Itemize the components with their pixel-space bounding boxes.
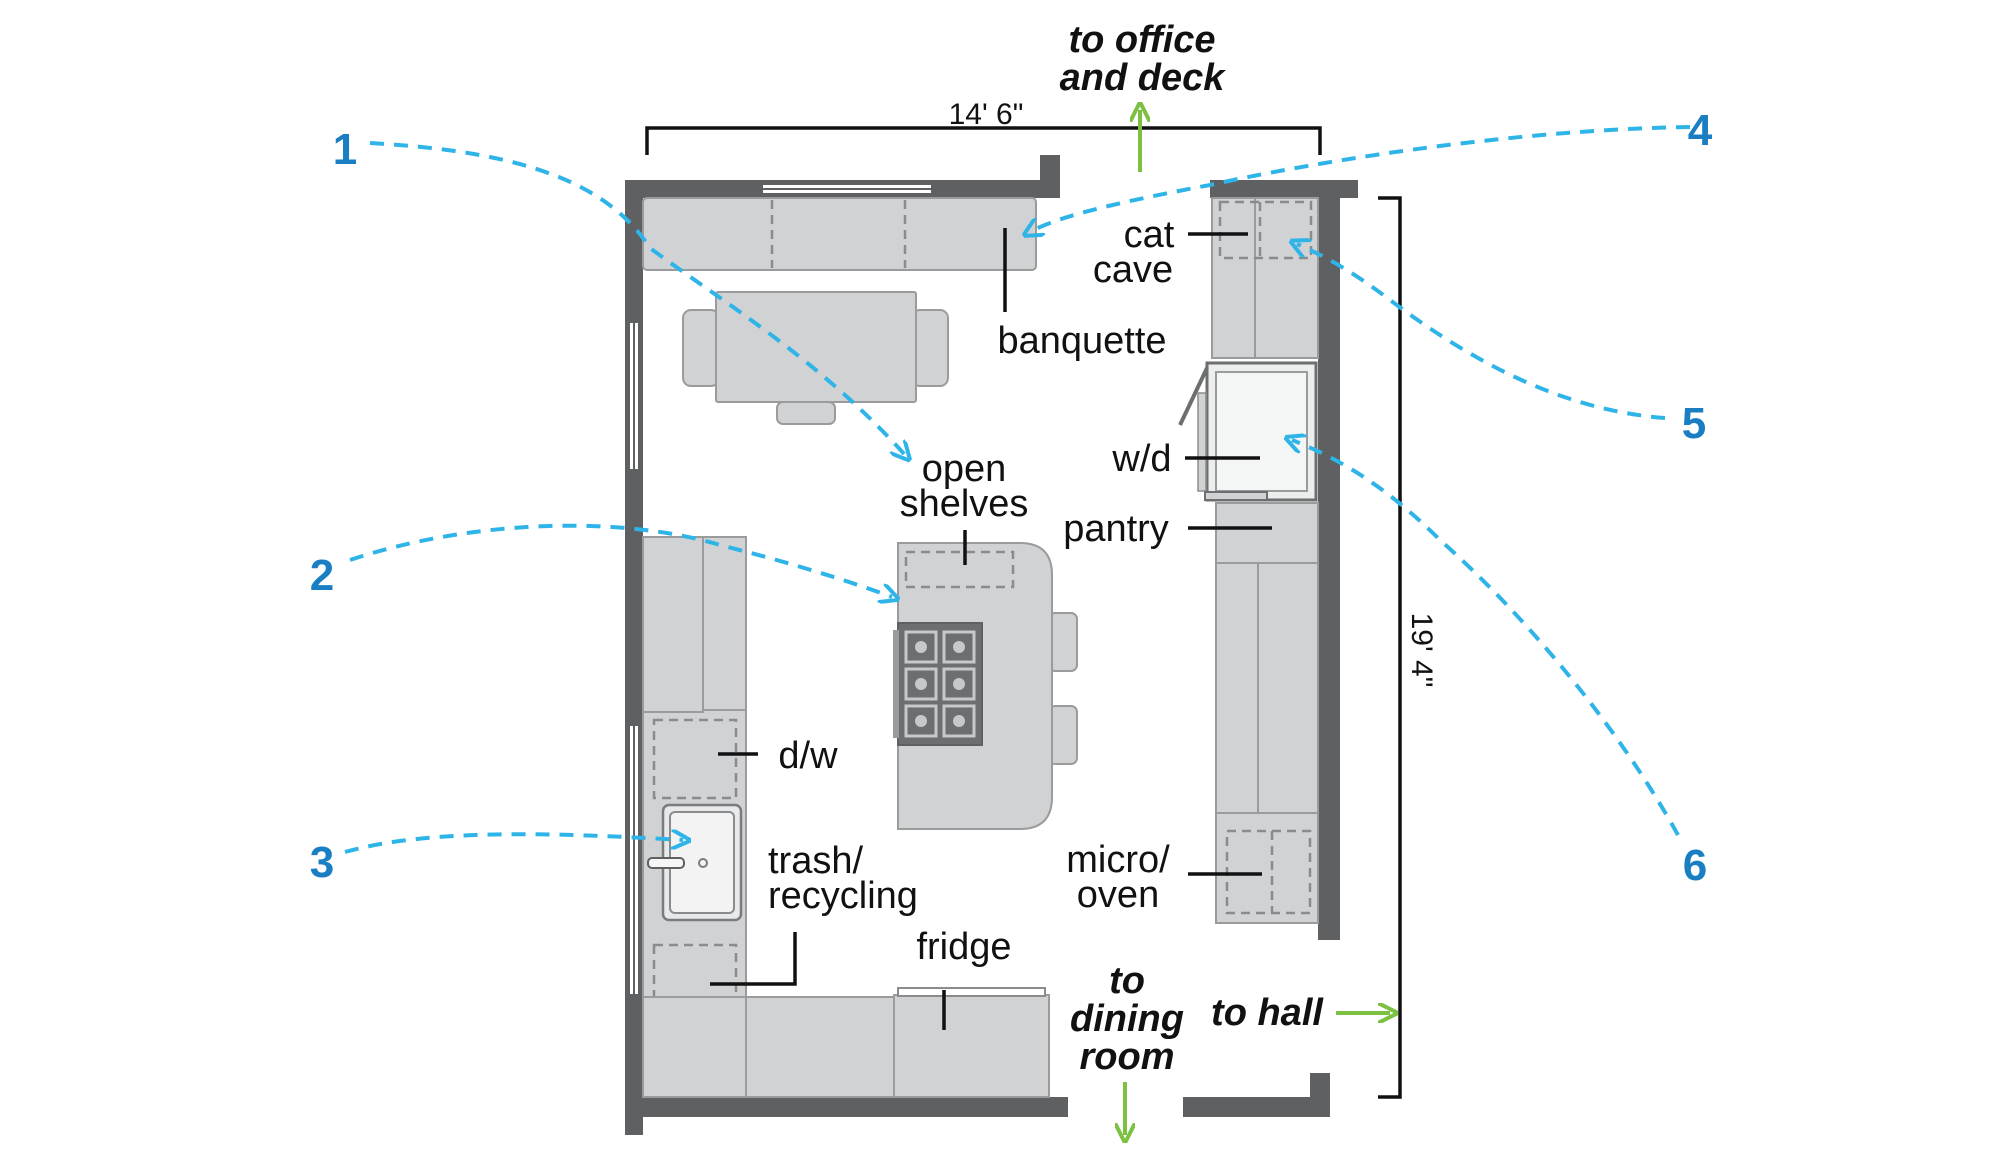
callout-number-1: 1 [333,125,357,174]
label-and-deck: and deck [1060,57,1227,99]
callout-number-6: 6 [1683,841,1707,890]
label-room: room [1080,1036,1175,1078]
label-shelves: shelves [900,483,1029,525]
label-banquette: banquette [997,320,1166,362]
label-to-hall: to hall [1211,992,1324,1034]
open-shelves-outline [904,550,1015,589]
cooktop [893,622,983,746]
cat-cave-outline [1218,200,1313,260]
label-pantry: pantry [1063,508,1169,550]
width-dimension-line [645,126,1322,155]
callout-path-2 [349,523,892,597]
south-wall-left [625,1097,1068,1117]
south-wall-right [1183,1097,1330,1117]
height-dimension-label: 19' 4" [1405,613,1438,688]
west-corner-base [642,996,747,1098]
callout-number-5: 5 [1682,399,1706,448]
callout-number-2: 2 [310,551,334,600]
micro-oven-outline [1225,829,1312,915]
label-cat: cat [1124,214,1175,256]
east-wall [1318,180,1340,940]
callout-path-5 [1297,244,1666,420]
label-dining: dining [1070,998,1184,1040]
label-to: to [1109,960,1145,1002]
east-tall-cabinet-2 [1257,562,1319,814]
callout-path-1 [369,141,905,455]
callout-path-6 [1292,440,1680,836]
banquette [642,197,1037,271]
leader-trash [710,932,797,986]
east-run [1178,197,1319,924]
label-open: open [922,448,1007,490]
callouts [344,125,1691,854]
south-wall-stub [1310,1073,1330,1117]
wd-door-swing [1178,367,1209,426]
west-tall-cabinet [642,536,704,713]
banquette-area [642,197,1037,425]
label-fridge: fridge [916,926,1011,968]
fridge-door [897,987,1046,997]
label-micro: micro/ [1066,839,1170,881]
chair-west [682,309,720,387]
room-labels: to office and deck banquette cat cave w/… [768,19,1324,1078]
label-recycling: recycling [768,875,918,917]
fridge [893,994,1050,1098]
direction-arrows [1125,110,1390,1135]
west-counter [642,536,1050,1098]
north-wall-stub [1040,155,1060,198]
stool-1 [1048,612,1078,672]
east-tall-cabinet-1 [1215,562,1259,814]
cat-cave-tall [1254,197,1319,359]
dishwasher-outline [652,718,738,800]
dimensions: 14' 6" 19' 4" [645,98,1438,1099]
chair-east [911,309,949,387]
callout-path-4 [1030,125,1691,232]
label-cave: cave [1093,249,1173,291]
callout-number-3: 3 [310,838,334,887]
label-wd: w/d [1111,438,1171,480]
pantry [1215,502,1319,564]
micro-oven-cabinet [1215,812,1319,924]
label-to-office: to office [1068,19,1215,61]
callout-path-3 [344,834,683,854]
callout-numbers: 1 2 3 4 5 6 [310,106,1713,890]
island [893,542,1078,830]
chair-south [776,401,836,425]
label-dw: d/w [778,735,838,777]
leader-lines [710,228,1272,1030]
callout-number-4: 4 [1688,106,1713,155]
dining-table [715,291,917,403]
height-dimension-line [1378,196,1402,1099]
windows [628,183,933,996]
label-trash: trash/ [768,840,863,882]
label-oven: oven [1077,874,1159,916]
width-dimension-label: 14' 6" [949,98,1024,131]
stool-2 [1048,705,1078,765]
